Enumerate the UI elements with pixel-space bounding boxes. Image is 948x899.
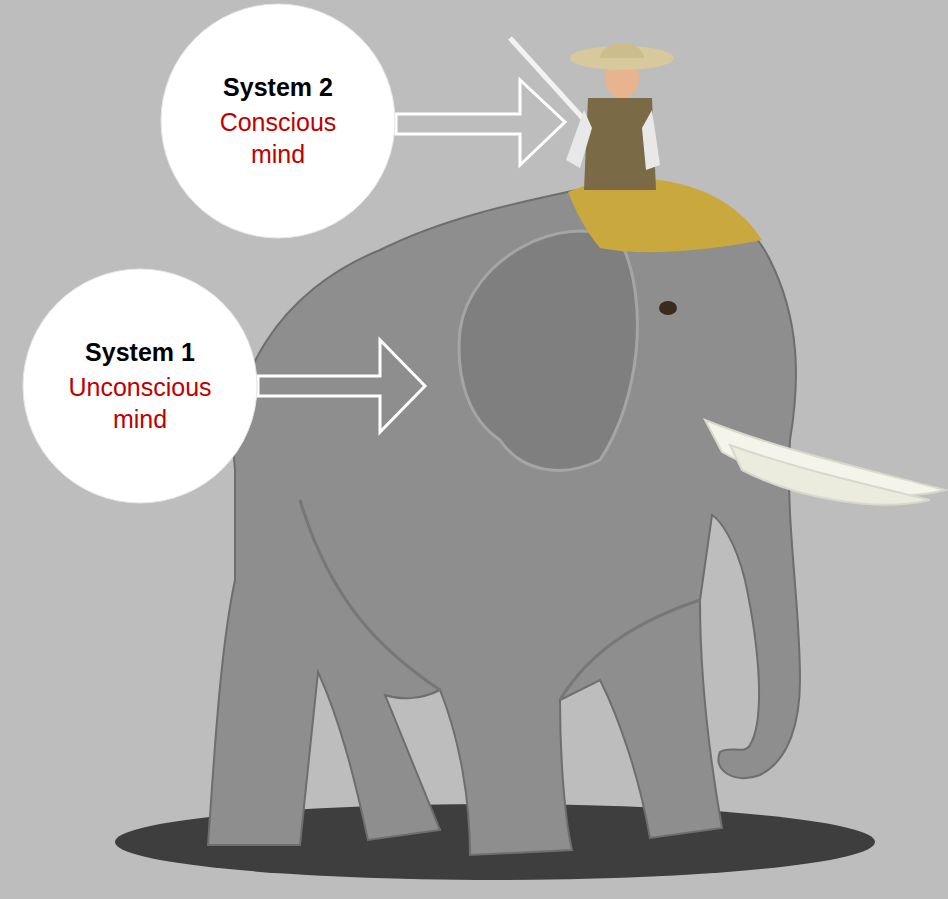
- body-shading: [300, 500, 700, 700]
- mind-label: Unconscious mind: [60, 371, 220, 436]
- system-heading: System 2: [223, 71, 333, 104]
- circle-shape: [23, 269, 257, 503]
- system-heading: System 1: [85, 336, 195, 369]
- rider-hat-crown: [600, 43, 644, 58]
- tusk: [730, 445, 930, 505]
- elephant-ear: [459, 231, 637, 470]
- circle-node: System 2Conscious mind: [160, 3, 396, 239]
- circle-shape: [161, 4, 395, 238]
- pointer-arrow: [258, 340, 425, 432]
- elephant-body: [208, 184, 800, 855]
- elephant-eye: [659, 301, 677, 315]
- pointer-arrow: [396, 80, 565, 165]
- mind-label: Conscious mind: [198, 106, 358, 171]
- rider-arms: [566, 110, 660, 170]
- circle-node: System 1Unconscious mind: [22, 268, 258, 504]
